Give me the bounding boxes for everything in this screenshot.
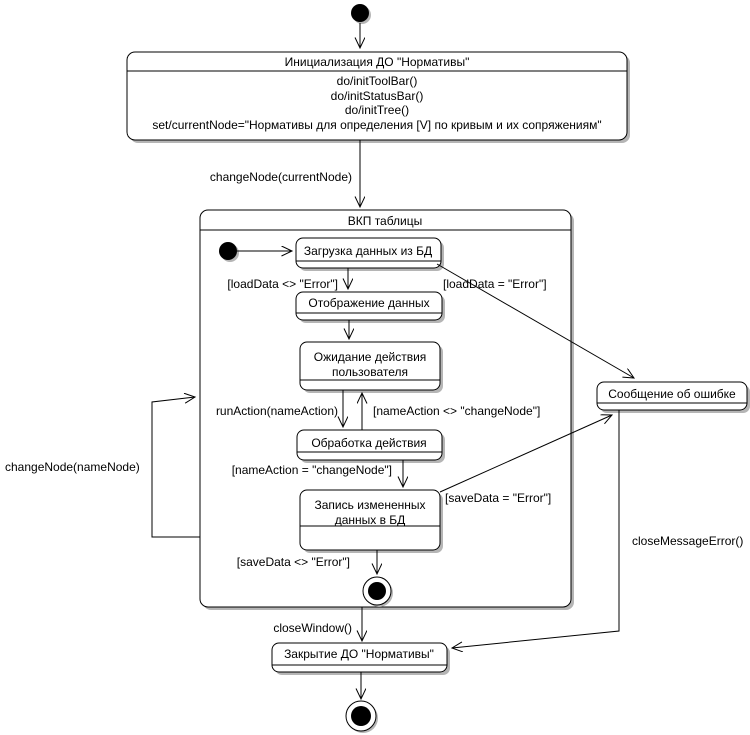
- initial-state-inner: [219, 242, 239, 262]
- final-state-bottom-icon: [351, 706, 371, 726]
- state-close-do: Закрытие ДО "Нормативы": [271, 642, 450, 675]
- final-state-bottom: [345, 700, 378, 733]
- transition-change-node-current-label: changeNode(currentNode): [210, 170, 352, 184]
- state-init-action: do/initStatusBar(): [331, 89, 424, 103]
- state-load-data-title: Загрузка данных из БД: [304, 244, 432, 258]
- transition-change-node-name-label: changeNode(nameNode): [5, 460, 140, 474]
- state-vkp-title: ВКП таблицы: [348, 214, 423, 228]
- state-close-do-title: Закрытие ДО "Нормативы": [284, 647, 434, 661]
- state-wait-user-box: [299, 341, 441, 391]
- state-wait-user-title: пользователя: [332, 365, 408, 379]
- transition-name-action-eq-label: [nameAction = "changeNode"]: [232, 463, 392, 477]
- transition-name-action-neq-label: [nameAction <> "changeNode"]: [373, 404, 540, 418]
- transition-save-error-arrow: [439, 415, 612, 493]
- initial-state-top: [351, 4, 371, 24]
- transition-change-node-name-arrow: [151, 397, 200, 538]
- state-init-action: set/currentNode="Нормативы для определен…: [152, 118, 601, 132]
- state-wait-user-title: Ожидание действия: [314, 350, 427, 364]
- state-error-message-title: Сообщение об ошибке: [608, 387, 736, 401]
- state-display-data: Отображение данных: [295, 291, 445, 323]
- state-init-action: do/initToolBar(): [337, 74, 418, 88]
- state-wait-user: Ожидание действия пользователя: [299, 341, 443, 393]
- transition-save-error-label: [saveData = "Error"]: [445, 491, 551, 505]
- final-state-inner: [362, 576, 393, 607]
- state-load-data: Загрузка данных из БД: [295, 237, 444, 271]
- state-process-action-title: Обработка действия: [311, 436, 426, 450]
- transition-load-error-label: [loadData = "Error"]: [443, 277, 547, 291]
- state-display-data-title: Отображение данных: [308, 296, 429, 310]
- transition-load-ok-label: [loadData <> "Error"]: [227, 277, 338, 291]
- state-save-data-title: Запись измененных: [314, 498, 425, 512]
- final-state-inner-icon: [368, 582, 386, 600]
- state-save-data-box: [299, 489, 441, 551]
- state-vkp-box: [199, 209, 572, 608]
- state-init-action: do/initTree(): [345, 103, 409, 117]
- state-error-message: Сообщение об ошибке: [596, 381, 750, 413]
- state-init-title: Инициализация ДО "Нормативы": [285, 55, 470, 69]
- initial-state-inner-icon: [219, 242, 237, 260]
- transition-save-ok-label: [saveData <> "Error"]: [237, 555, 350, 569]
- transition-close-message-error-arrow: [452, 410, 620, 648]
- state-save-data: Запись измененных данных в БД: [299, 489, 443, 553]
- transition-close-window-label: closeWindow(): [273, 621, 352, 635]
- state-process-action: Обработка действия: [296, 429, 445, 463]
- transition-load-error-arrow: [436, 263, 634, 378]
- transition-run-action-label: runAction(nameAction): [216, 404, 338, 418]
- initial-state-icon: [351, 4, 369, 22]
- state-save-data-title: данных в БД: [335, 513, 406, 527]
- state-init-box: [126, 51, 628, 141]
- transition-close-message-error-label: closeMessageError(): [632, 534, 743, 548]
- state-init: Инициализация ДО "Нормативы" do/initTool…: [126, 51, 630, 143]
